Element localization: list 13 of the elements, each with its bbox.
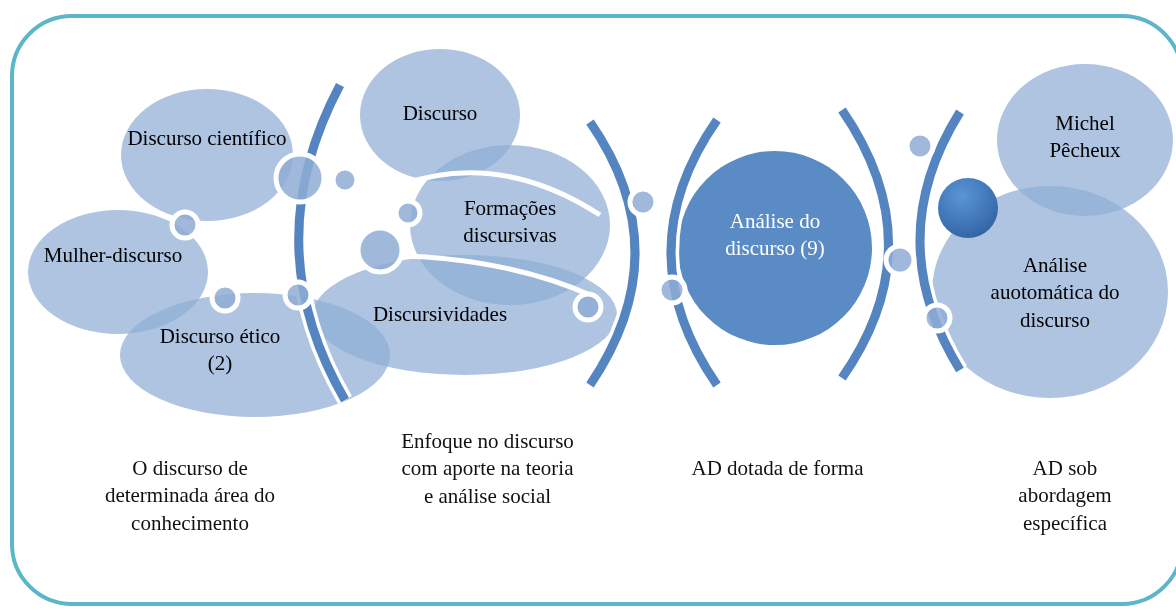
node-label: Discursividades — [371, 301, 509, 328]
node-label: Análise do discurso (9) — [724, 208, 826, 263]
node-label: Formações discursivas — [462, 195, 558, 250]
caption-text: AD sob abordagem específica — [1017, 455, 1113, 537]
node-label: Michel Pêcheux — [1048, 110, 1122, 165]
caption-text: AD dotada de forma — [690, 455, 865, 482]
node-label: Discurso científico — [127, 125, 287, 152]
node-label: Discurso — [401, 100, 479, 127]
node-label: Mulher-discurso — [42, 242, 184, 269]
caption-text: Enfoque no discurso com aporte na teoria e análise social — [400, 428, 575, 510]
caption-text: O discurso de determinada área do conhecimento — [103, 455, 277, 537]
node-label: Discurso ético (2) — [158, 323, 282, 378]
node-label: Análise auotomática do discurso — [989, 252, 1121, 334]
